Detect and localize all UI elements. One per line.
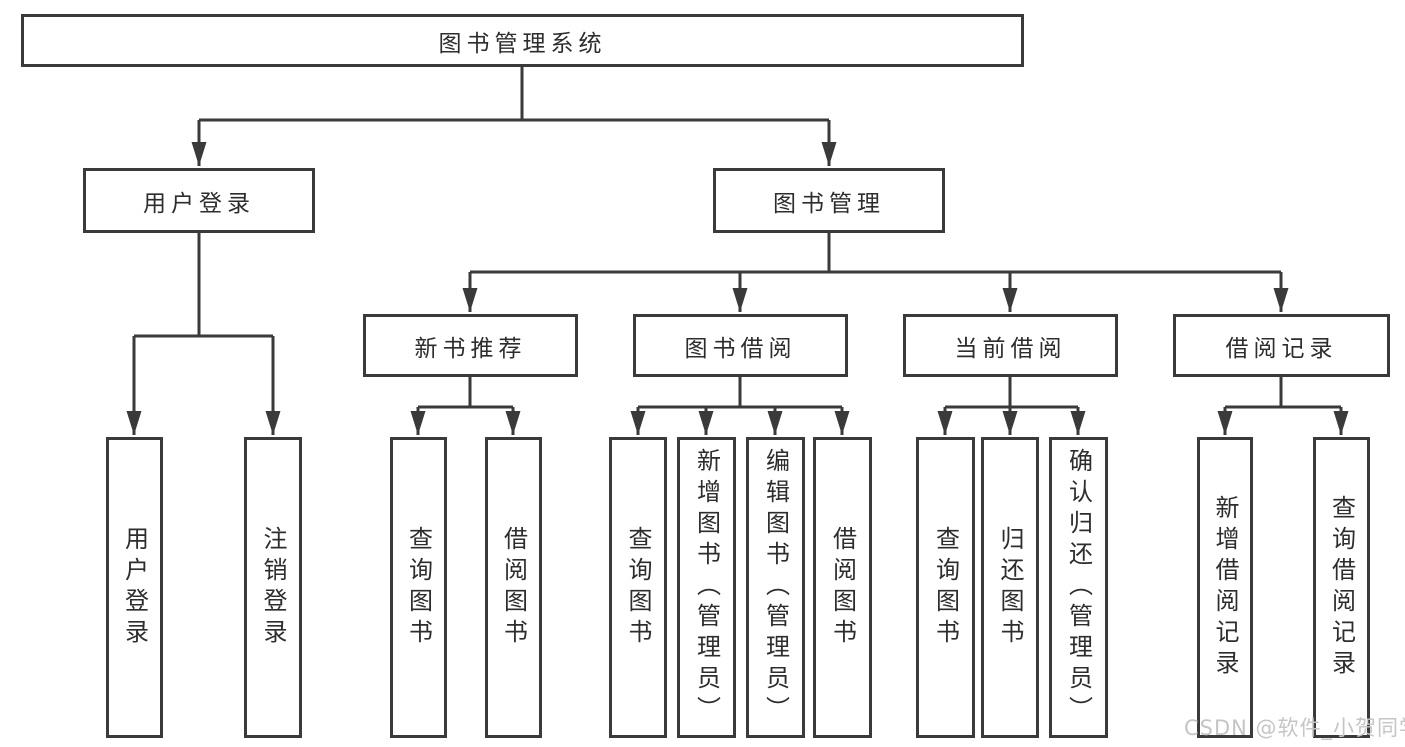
watermark: CSDN @软件_小贺同学	[1184, 716, 1405, 740]
connector-new-book	[418, 377, 513, 409]
leaf-return-book: 归还图书	[981, 437, 1039, 738]
leaf-add-borrow-record: 新增借阅记录	[1197, 437, 1253, 738]
connector-borrow-record	[1225, 377, 1341, 409]
node-root: 图书管理系统	[21, 14, 1024, 67]
connector-user-login	[134, 233, 273, 338]
leaf-query-book-current: 查询图书	[916, 437, 975, 738]
node-current-borrow: 当前借阅	[903, 314, 1118, 377]
leaf-edit-book-admin: 编辑图书（管理员）	[746, 437, 805, 738]
connector-root	[199, 67, 829, 122]
leaf-query-book-borrow: 查询图书	[609, 437, 667, 738]
connector-book-borrow	[638, 377, 842, 409]
leaf-logout: 注销登录	[244, 437, 302, 738]
node-book-management: 图书管理	[713, 168, 945, 233]
leaf-borrow-book-recommend: 借阅图书	[485, 437, 542, 738]
node-user-login: 用户登录	[83, 168, 315, 233]
node-book-borrow: 图书借阅	[633, 314, 848, 377]
leaf-query-borrow-record: 查询借阅记录	[1313, 437, 1370, 738]
leaf-borrow-book: 借阅图书	[813, 437, 872, 738]
node-new-book-recommend: 新书推荐	[363, 314, 578, 377]
connector-book-management	[470, 233, 1281, 274]
node-borrow-records: 借阅记录	[1173, 314, 1390, 377]
leaf-add-book-admin: 新增图书（管理员）	[677, 437, 736, 738]
connector-current-borrow	[945, 377, 1078, 409]
leaf-query-book-recommend: 查询图书	[390, 437, 447, 738]
leaf-user-login: 用户登录	[106, 437, 163, 738]
leaf-confirm-return-admin: 确认归还（管理员）	[1049, 437, 1108, 738]
